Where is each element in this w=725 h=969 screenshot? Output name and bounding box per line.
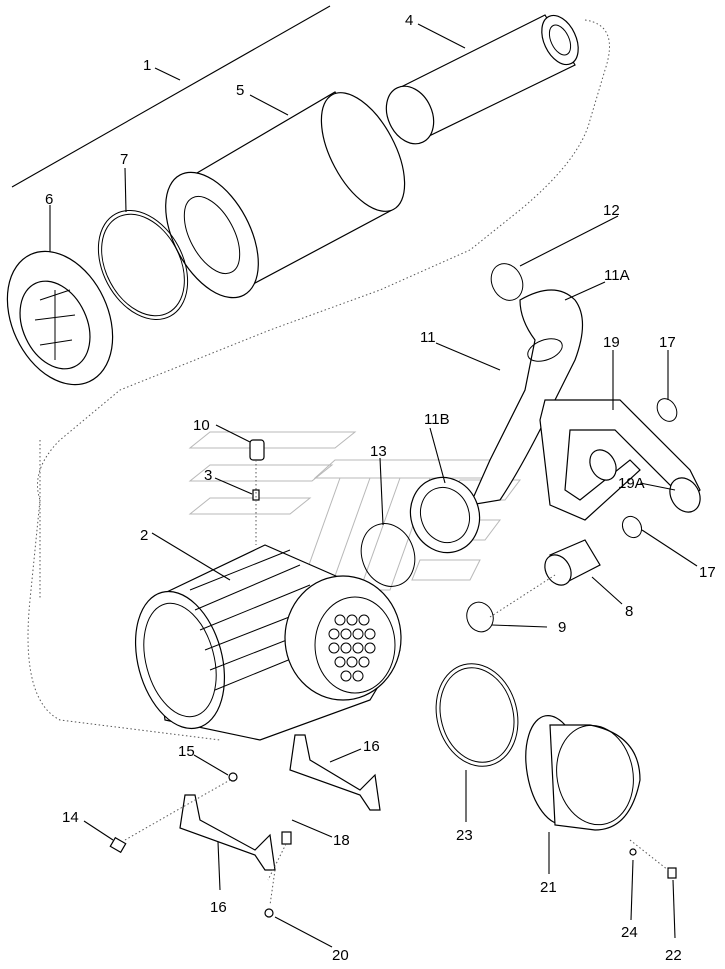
part-21-cap-ring xyxy=(525,715,641,831)
callout-labels: 1 2 3 4 5 6 7 8 9 10 11 11A 11B 12 13 14… xyxy=(45,12,716,964)
callout-17-bottom: 17 xyxy=(699,564,716,581)
callout-20: 20 xyxy=(332,947,349,964)
part-4-inner-filter xyxy=(385,14,579,145)
callout-11b: 11B xyxy=(424,411,450,428)
callout-6: 6 xyxy=(45,191,53,208)
part-19-vacuator-tube xyxy=(539,399,701,521)
part-3-adapter xyxy=(252,489,260,501)
callout-4: 4 xyxy=(405,12,413,29)
part-8-vacuator-valve xyxy=(544,539,601,586)
part-16-bracket-left xyxy=(179,794,276,871)
part-5-primary-filter xyxy=(165,91,406,299)
callout-13: 13 xyxy=(370,443,387,460)
callout-19: 19 xyxy=(603,334,620,351)
part-17-clamp-bottom xyxy=(621,515,643,539)
part-6-end-cover xyxy=(6,250,114,386)
callout-10: 10 xyxy=(193,417,210,434)
callout-12: 12 xyxy=(603,202,620,219)
part-11b-hose-adapter xyxy=(409,476,481,554)
callout-7: 7 xyxy=(120,151,128,168)
callout-11a: 11A xyxy=(604,267,630,284)
part-15-nut xyxy=(228,772,238,782)
part-20-nut xyxy=(264,908,274,918)
callout-3: 3 xyxy=(204,467,212,484)
part-14-bolt xyxy=(109,779,231,854)
leader-lines xyxy=(49,23,698,948)
callout-15: 15 xyxy=(178,743,195,760)
part-13-hose-clamp xyxy=(360,523,416,587)
callout-22: 22 xyxy=(665,947,682,964)
part-7-seal-ring xyxy=(97,209,189,321)
part-17-clamp-top xyxy=(656,398,678,422)
part-23-band-clamp xyxy=(435,663,519,767)
part-9-clamp xyxy=(466,601,494,633)
callout-5: 5 xyxy=(236,82,244,99)
callout-18: 18 xyxy=(333,832,350,849)
callout-2: 2 xyxy=(140,527,148,544)
part-22-screw xyxy=(667,867,677,879)
callout-23: 23 xyxy=(456,827,473,844)
part-10-restriction-indicator xyxy=(249,439,265,461)
callout-21: 21 xyxy=(540,879,557,896)
part-16-bracket-right xyxy=(289,734,381,811)
part-24-washer xyxy=(629,848,637,856)
part-1-leader-bar xyxy=(11,5,331,188)
callout-1: 1 xyxy=(143,57,151,74)
callout-14: 14 xyxy=(62,809,79,826)
part-12-hose-clamp xyxy=(490,263,524,301)
callout-9: 9 xyxy=(558,619,566,636)
assembly-boundary-dotted xyxy=(27,19,610,741)
part-18-bolt xyxy=(267,831,292,881)
callout-11: 11 xyxy=(420,329,436,346)
callout-8: 8 xyxy=(625,603,633,620)
callout-19a: 19A xyxy=(618,475,645,492)
callout-17-top: 17 xyxy=(659,334,676,351)
callout-16-left: 16 xyxy=(210,899,227,916)
callout-16-right: 16 xyxy=(363,738,380,755)
callout-24: 24 xyxy=(621,924,638,941)
part-2-air-cleaner-housing xyxy=(134,544,402,741)
